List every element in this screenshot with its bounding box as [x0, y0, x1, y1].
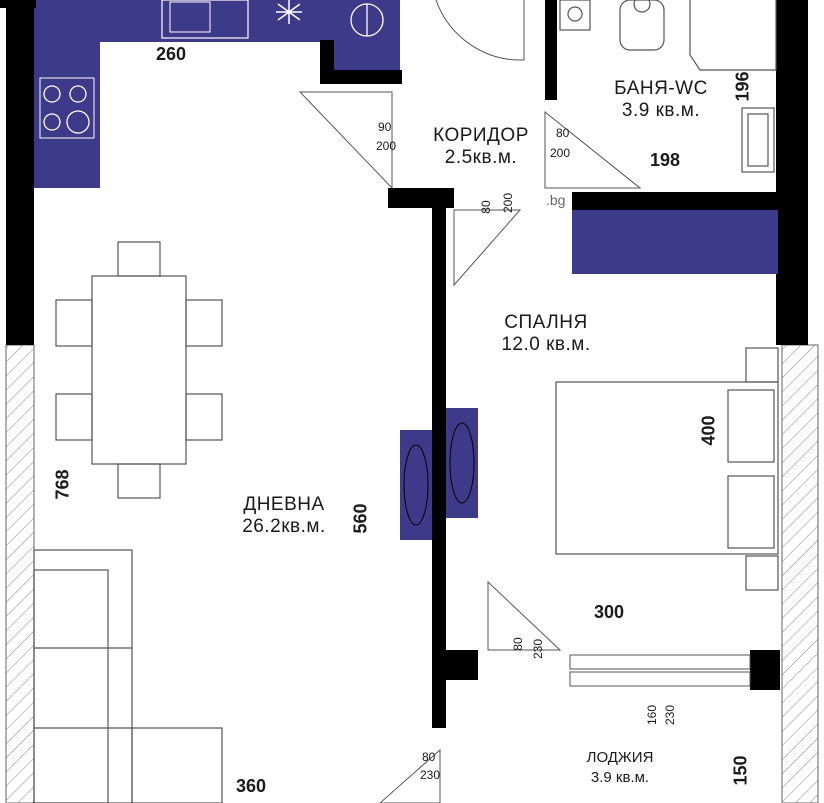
- bath-name: БАНЯ-WC: [614, 78, 708, 99]
- loggia-label: ЛОДЖИЯ 3.9 кв.м.: [560, 748, 680, 788]
- living-name: ДНЕВНА: [243, 494, 325, 515]
- door-corridor-right-w: 80: [556, 126, 570, 140]
- door-living-w: 80: [422, 750, 436, 764]
- fridge: [334, 0, 400, 74]
- wardrobe: [572, 210, 778, 274]
- balcony-door: [569, 654, 751, 687]
- corridor-name: КОРИДОР: [433, 125, 529, 146]
- dim-bedroom-width: 300: [594, 602, 625, 622]
- walls: [0, 0, 808, 728]
- door-balcony-h: 230: [663, 704, 677, 726]
- door-bedroom-h: 200: [501, 192, 515, 214]
- bathroom-fixtures: [559, 0, 777, 173]
- dim-bath-height: 196: [732, 71, 753, 102]
- door-corridor-left-h: 200: [376, 139, 397, 153]
- door-living-h: 230: [420, 768, 441, 782]
- door-corridor-right-h: 200: [550, 146, 571, 160]
- bedroom-area: 12.0 кв.м.: [501, 334, 591, 355]
- loggia-area: 3.9 кв.м.: [590, 769, 650, 786]
- sliding-doors: [400, 408, 478, 540]
- stove-icon: [39, 77, 95, 139]
- watermark: .bg: [546, 192, 566, 208]
- loggia-name: ЛОДЖИЯ: [586, 749, 654, 766]
- door-balcony-w: 160: [645, 704, 659, 726]
- dim-living-height: 768: [52, 469, 73, 500]
- dim-loggia-height: 150: [730, 755, 751, 786]
- left-facade-hatch: [5, 344, 35, 803]
- sofa: [33, 549, 223, 803]
- corridor-area: 2.5кв.м.: [444, 147, 518, 168]
- door-corridor-left-w: 90: [378, 120, 392, 134]
- bath-area: 3.9 кв.м.: [621, 100, 701, 121]
- dining-table: [55, 241, 223, 499]
- dim-bath-width: 198: [650, 150, 681, 170]
- living-area: 26.2кв.м.: [242, 516, 326, 537]
- door-loggia-left-w: 80: [511, 637, 525, 651]
- dim-living-wall: 560: [350, 503, 371, 534]
- dim-living-width: 360: [236, 776, 267, 796]
- kitchen-counter: [34, 0, 400, 188]
- dim-kitchen-width: 260: [156, 44, 187, 64]
- bedroom-name: СПАЛНЯ: [504, 312, 588, 333]
- living-label: ДНЕВНА 26.2кв.м.: [214, 494, 354, 538]
- bedroom-label: СПАЛНЯ 12.0 кв.м.: [476, 312, 616, 356]
- bath-label: БАНЯ-WC 3.9 кв.м.: [596, 78, 726, 122]
- bed: [555, 347, 779, 591]
- door-loggia-left-h: 230: [531, 638, 545, 660]
- door-bedroom-w: 80: [479, 200, 493, 214]
- corridor-label: КОРИДОР 2.5кв.м.: [412, 125, 550, 169]
- dim-bed-length: 400: [698, 415, 719, 446]
- door-swings: [298, 0, 642, 803]
- right-facade-hatch: [781, 344, 819, 803]
